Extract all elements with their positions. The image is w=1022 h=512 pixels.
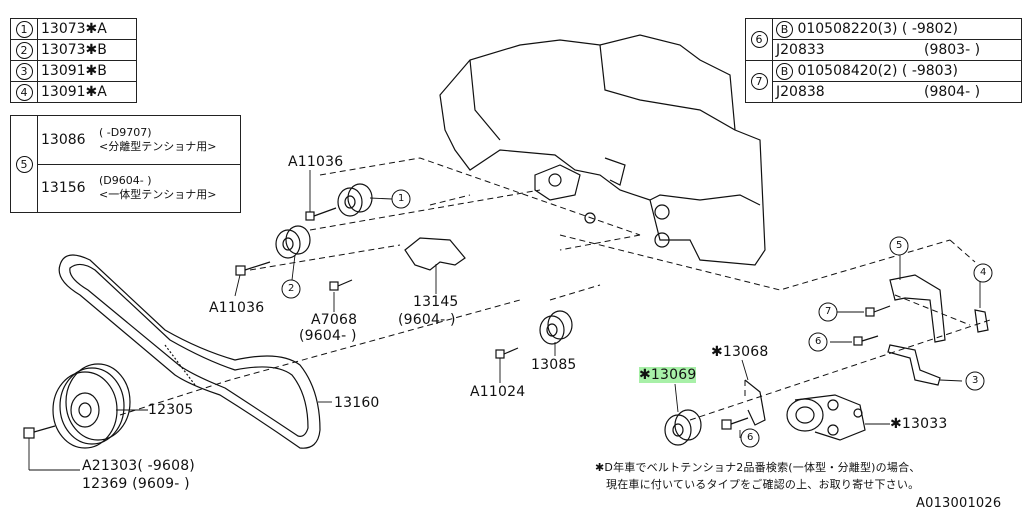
label-12305: 12305 xyxy=(148,402,194,418)
engine-block-outline xyxy=(439,34,766,266)
label-13145: 13145 xyxy=(413,294,459,310)
callout-num-2: 2 xyxy=(288,283,295,294)
part-number: 13073✱B xyxy=(37,39,137,61)
label-a11024: A11024 xyxy=(470,384,526,400)
callout-circle-6b xyxy=(740,428,760,448)
bolt-a11024 xyxy=(495,347,519,359)
crank-pulley xyxy=(52,363,131,449)
label-a7068-range: (9604- ) xyxy=(299,328,357,344)
callout-circle-3 xyxy=(965,371,985,391)
label-13160: 13160 xyxy=(334,395,380,411)
label-13145-range: (9604- ) xyxy=(398,312,456,328)
footnote-line2: 現在車に付いているタイプをご確認の上、お取り寄せ下さい。 xyxy=(606,478,920,491)
table-row: 6 B 010508220(3) ( -9802) xyxy=(745,18,1022,61)
bracket-3 xyxy=(887,344,941,386)
figure-id: A013001026 xyxy=(916,496,1002,511)
tensioner-13033 xyxy=(786,394,866,441)
callout-num-6: 6 xyxy=(815,336,822,347)
label-12369: 12369 (9609- ) xyxy=(82,476,190,492)
table-row: 7 B 010508420(2) ( -9803) xyxy=(745,60,1022,103)
bolt-a11036-top xyxy=(305,207,337,221)
callout-circle-2 xyxy=(281,279,301,299)
label-a21303: A21303( -9608) xyxy=(82,458,195,474)
idler-pulley-2 xyxy=(275,225,311,259)
bolt-a21303 xyxy=(23,425,56,439)
clip-4 xyxy=(974,309,989,333)
bolt-7 xyxy=(865,305,891,317)
bracket-13145 xyxy=(404,237,466,271)
callout-circle-7 xyxy=(818,302,838,322)
callout-num-3: 3 xyxy=(972,375,979,386)
callout-circle-5 xyxy=(889,236,909,256)
bolt-6-lower xyxy=(721,417,749,430)
callout-num-4: 4 xyxy=(980,267,987,278)
idler-pulley-13069 xyxy=(664,409,702,446)
callout-num-5: 5 xyxy=(896,240,903,251)
table-row: J20838(9804- ) xyxy=(746,81,1022,103)
part-number: 13091✱A xyxy=(37,81,137,103)
left-parts-table-row5: 5 13086( -D9707)<分離型テンショナ用> 13156(D9604-… xyxy=(10,115,241,213)
table-row: 5 13086( -D9707)<分離型テンショナ用> xyxy=(10,115,241,213)
part-number: J20833 xyxy=(776,42,825,58)
label-13069-highlighted: ✱13069 xyxy=(639,367,697,383)
callout-num-7: 7 xyxy=(825,306,832,317)
label-a11036-left: A11036 xyxy=(209,300,265,316)
bolt-6-upper xyxy=(853,335,879,346)
label-a7068: A7068 xyxy=(311,312,358,328)
footnote-line1: ✱D年車でベルトテンショナ2品番検索(一体型・分離型)の場合、 xyxy=(595,461,921,474)
idler-pulley-1 xyxy=(337,183,373,217)
bolt-a7068 xyxy=(329,279,353,291)
part-number: 010508420(2) xyxy=(797,62,898,79)
bracket-13068 xyxy=(744,379,766,426)
idler-pulley-13085 xyxy=(539,310,573,345)
callout-num-6b: 6 xyxy=(747,432,754,443)
part-number: 13156 xyxy=(41,180,86,197)
part-number: 13073✱A xyxy=(37,18,137,40)
part-number: 13086 xyxy=(41,131,86,148)
callout-circle-6 xyxy=(808,332,828,352)
label-13068: ✱13068 xyxy=(711,344,769,360)
label-13085: 13085 xyxy=(531,357,577,373)
right-parts-table: 6 B 010508220(3) ( -9802) J20833(9803- )… xyxy=(745,18,1022,103)
part-number: J20838 xyxy=(776,84,825,100)
callout-circle-1 xyxy=(391,189,411,209)
callout-num-1: 1 xyxy=(398,193,405,204)
part-number: 13091✱B xyxy=(37,60,137,82)
table-row: J20833(9803- ) xyxy=(746,39,1022,61)
part-number: 010508220(3) xyxy=(797,20,898,37)
v-belt-13160 xyxy=(58,254,321,449)
bolt-a11036-left xyxy=(235,261,271,276)
callout-circle-4 xyxy=(973,263,993,283)
label-a11036-top: A11036 xyxy=(288,154,344,170)
bracket-5 xyxy=(889,274,946,343)
table-row: 13156(D9604- )<一体型テンショナ用> xyxy=(11,163,241,213)
label-13033: ✱13033 xyxy=(890,416,948,432)
